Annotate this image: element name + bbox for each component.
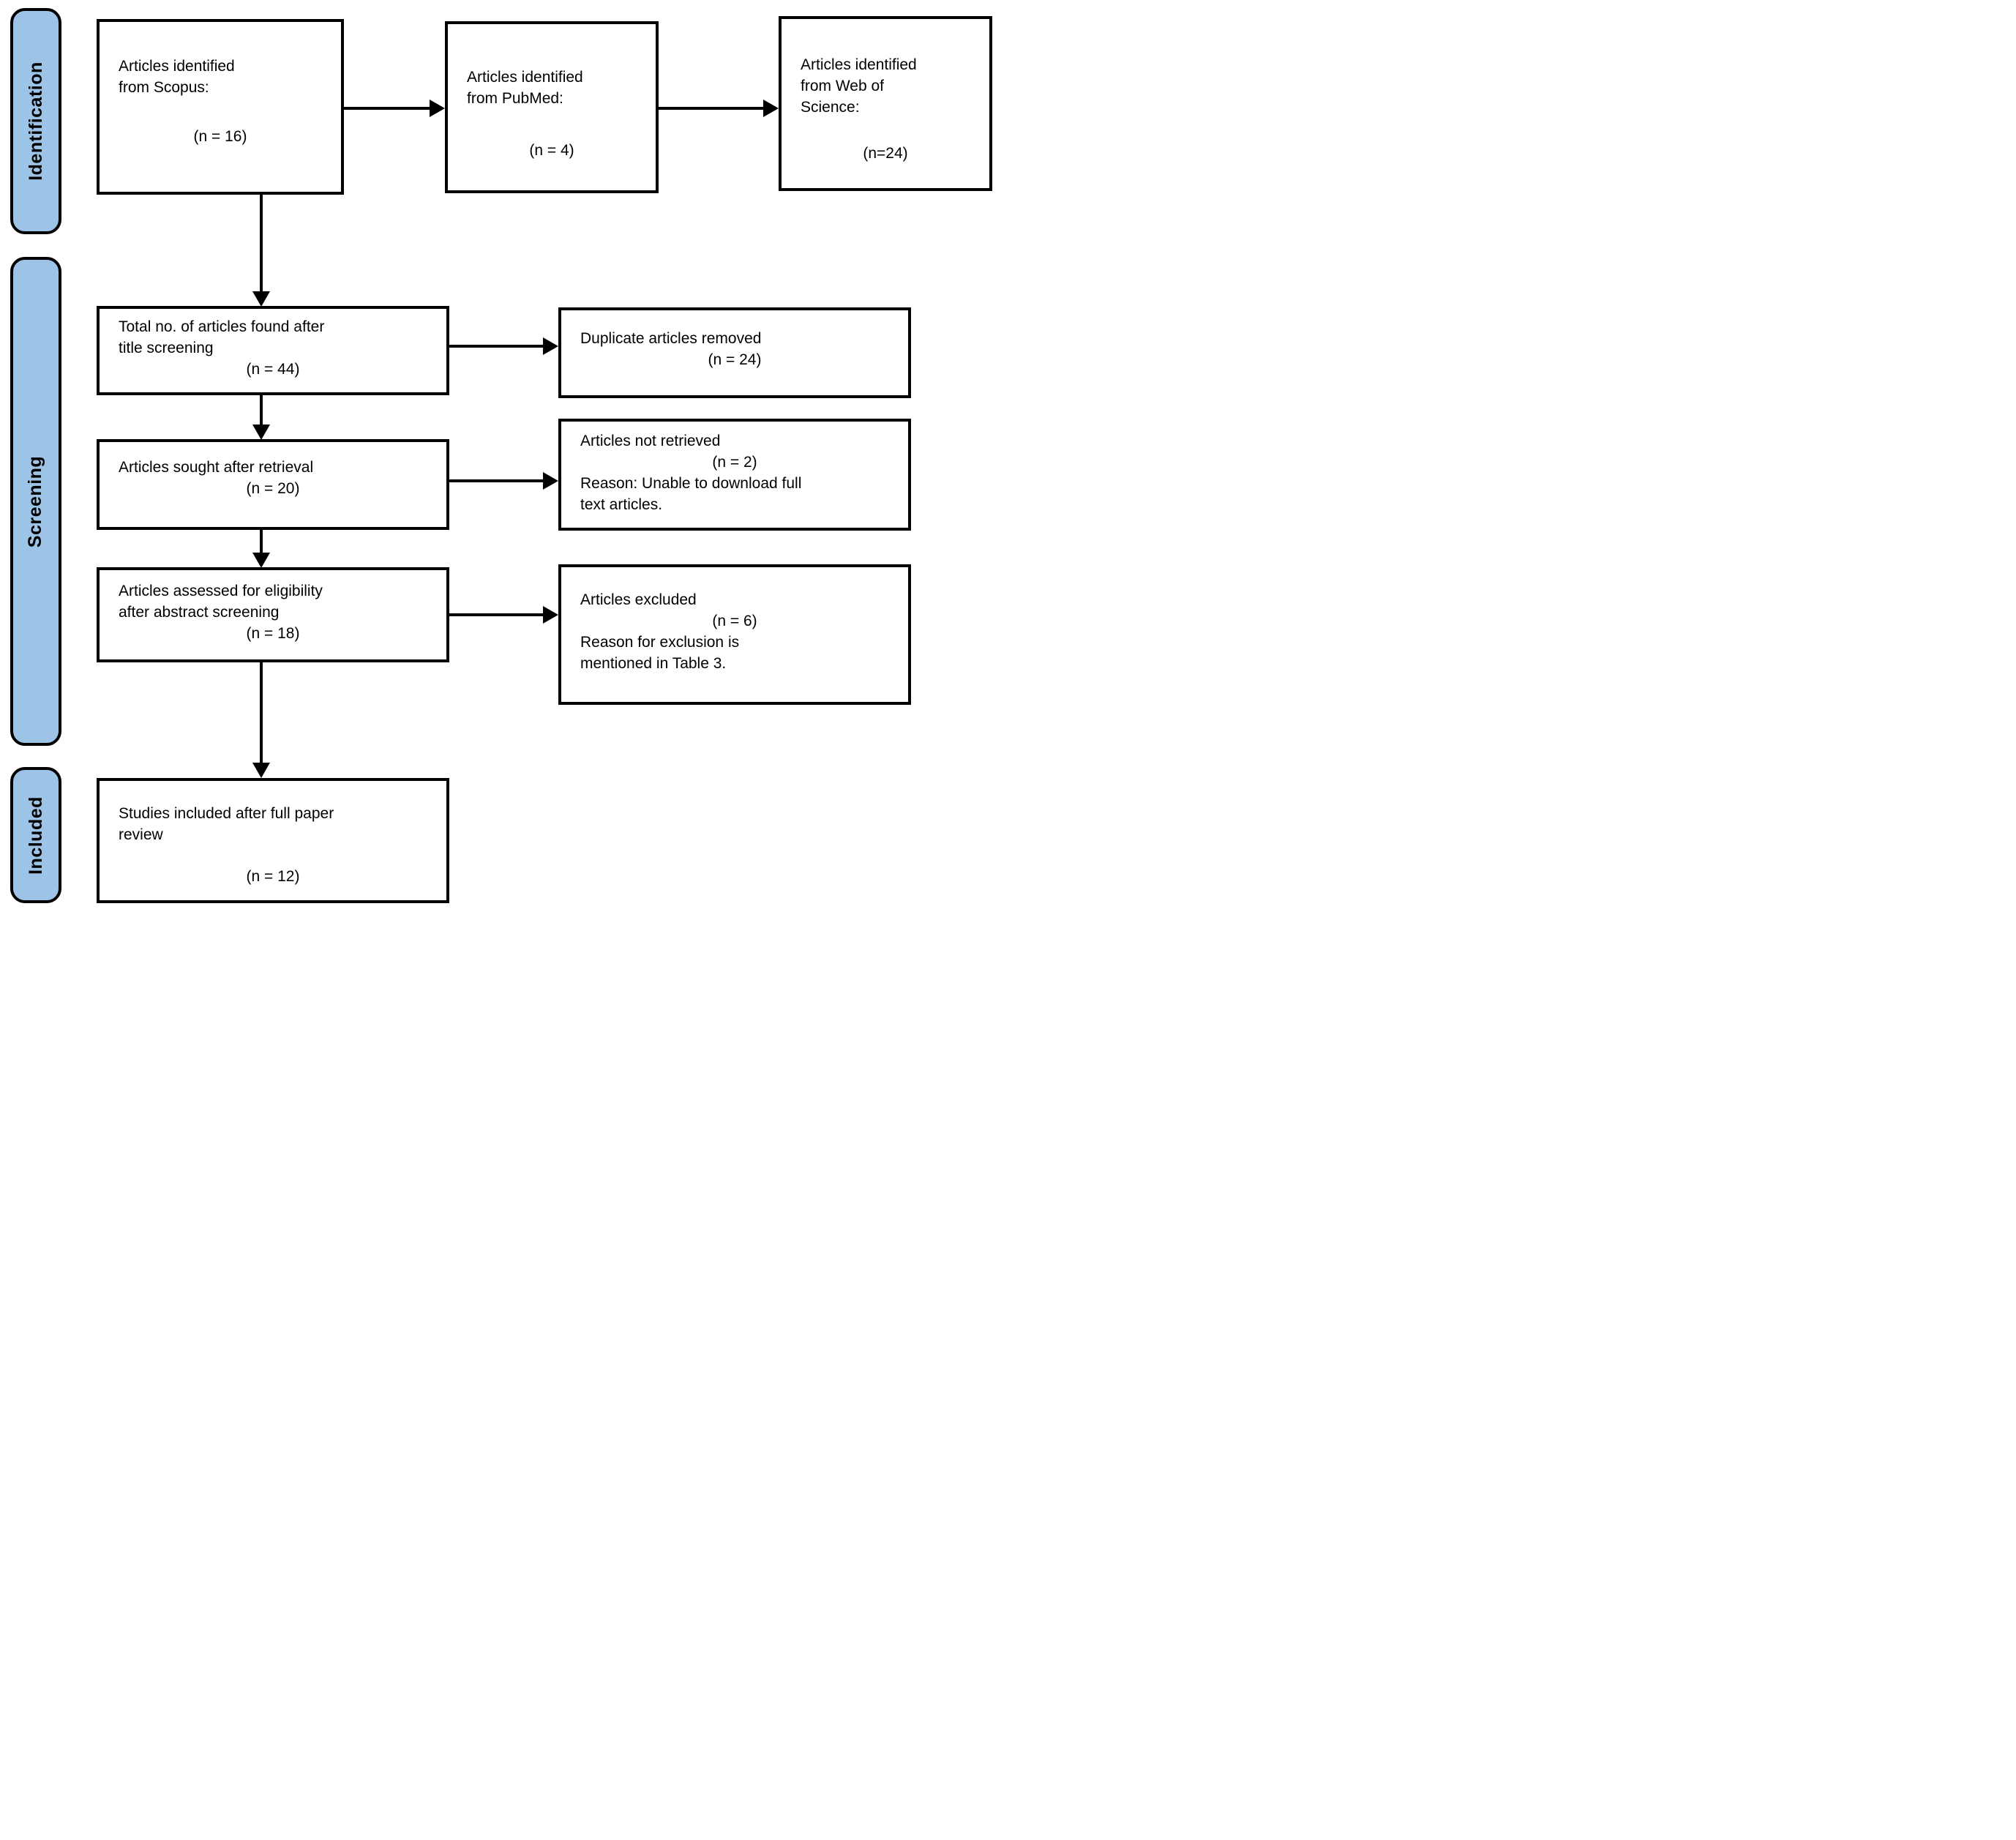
box-articles-assessed-eligibility: Articles assessed for eligibility after … <box>97 567 449 662</box>
box-title-screening-label: Total no. of articles found after title … <box>119 318 325 356</box>
box-articles-excluded: Articles excluded (n = 6) Reason for exc… <box>558 564 911 705</box>
box-articles-identified-scopus: Articles identified from Scopus: (n = 16… <box>97 19 344 195</box>
box-included-studies-count: (n = 12) <box>246 868 300 885</box>
box-articles-identified-pubmed: Articles identified from PubMed: (n = 4) <box>445 21 659 193</box>
box-title-screening-count: (n = 44) <box>246 361 300 378</box>
box-wos-label: Articles identified from Web of Science: <box>801 56 917 116</box>
box-duplicate-articles-removed: Duplicate articles removed (n = 24) <box>558 307 911 398</box>
box-pubmed-label: Articles identified from PubMed: <box>467 69 583 107</box>
box-excluded-label: Articles excluded <box>580 591 697 608</box>
box-not-retrieved-count: (n = 2) <box>712 454 757 471</box>
box-pubmed-count: (n = 4) <box>529 142 574 159</box>
box-retrieval-count: (n = 20) <box>246 480 300 497</box>
box-scopus-count: (n = 16) <box>193 128 247 145</box>
box-not-retrieved-reason: Reason: Unable to download full text art… <box>580 475 802 513</box>
box-duplicates-count: (n = 24) <box>708 351 762 368</box>
box-articles-sought-after-retrieval: Articles sought after retrieval (n = 20) <box>97 439 449 530</box>
box-excluded-count: (n = 6) <box>712 613 757 629</box>
box-wos-count: (n=24) <box>863 145 908 162</box>
stage-bar-identification: Identification <box>10 8 61 234</box>
prisma-flow-diagram: Identification Screening Included Articl… <box>0 0 1008 920</box>
box-excluded-reason: Reason for exclusion is mentioned in Tab… <box>580 634 740 672</box>
box-studies-included-full-paper-review: Studies included after full paper review… <box>97 778 449 903</box>
stage-bar-included: Included <box>10 767 61 903</box>
box-articles-not-retrieved: Articles not retrieved (n = 2) Reason: U… <box>558 419 911 531</box>
stage-label-identification: Identification <box>25 61 46 181</box>
box-not-retrieved-label: Articles not retrieved <box>580 433 721 449</box>
stage-label-screening: Screening <box>25 455 46 547</box>
box-duplicates-label: Duplicate articles removed <box>580 330 762 347</box>
stage-bar-screening: Screening <box>10 257 61 746</box>
box-eligibility-label: Articles assessed for eligibility after … <box>119 583 323 621</box>
box-retrieval-label: Articles sought after retrieval <box>119 459 314 476</box>
box-included-studies-label: Studies included after full paper review <box>119 805 334 843</box>
box-eligibility-count: (n = 18) <box>246 625 300 642</box>
box-total-after-title-screening: Total no. of articles found after title … <box>97 306 449 395</box>
box-scopus-label: Articles identified from Scopus: <box>119 58 235 96</box>
box-articles-identified-web-of-science: Articles identified from Web of Science:… <box>779 16 992 191</box>
stage-label-included: Included <box>25 796 46 875</box>
